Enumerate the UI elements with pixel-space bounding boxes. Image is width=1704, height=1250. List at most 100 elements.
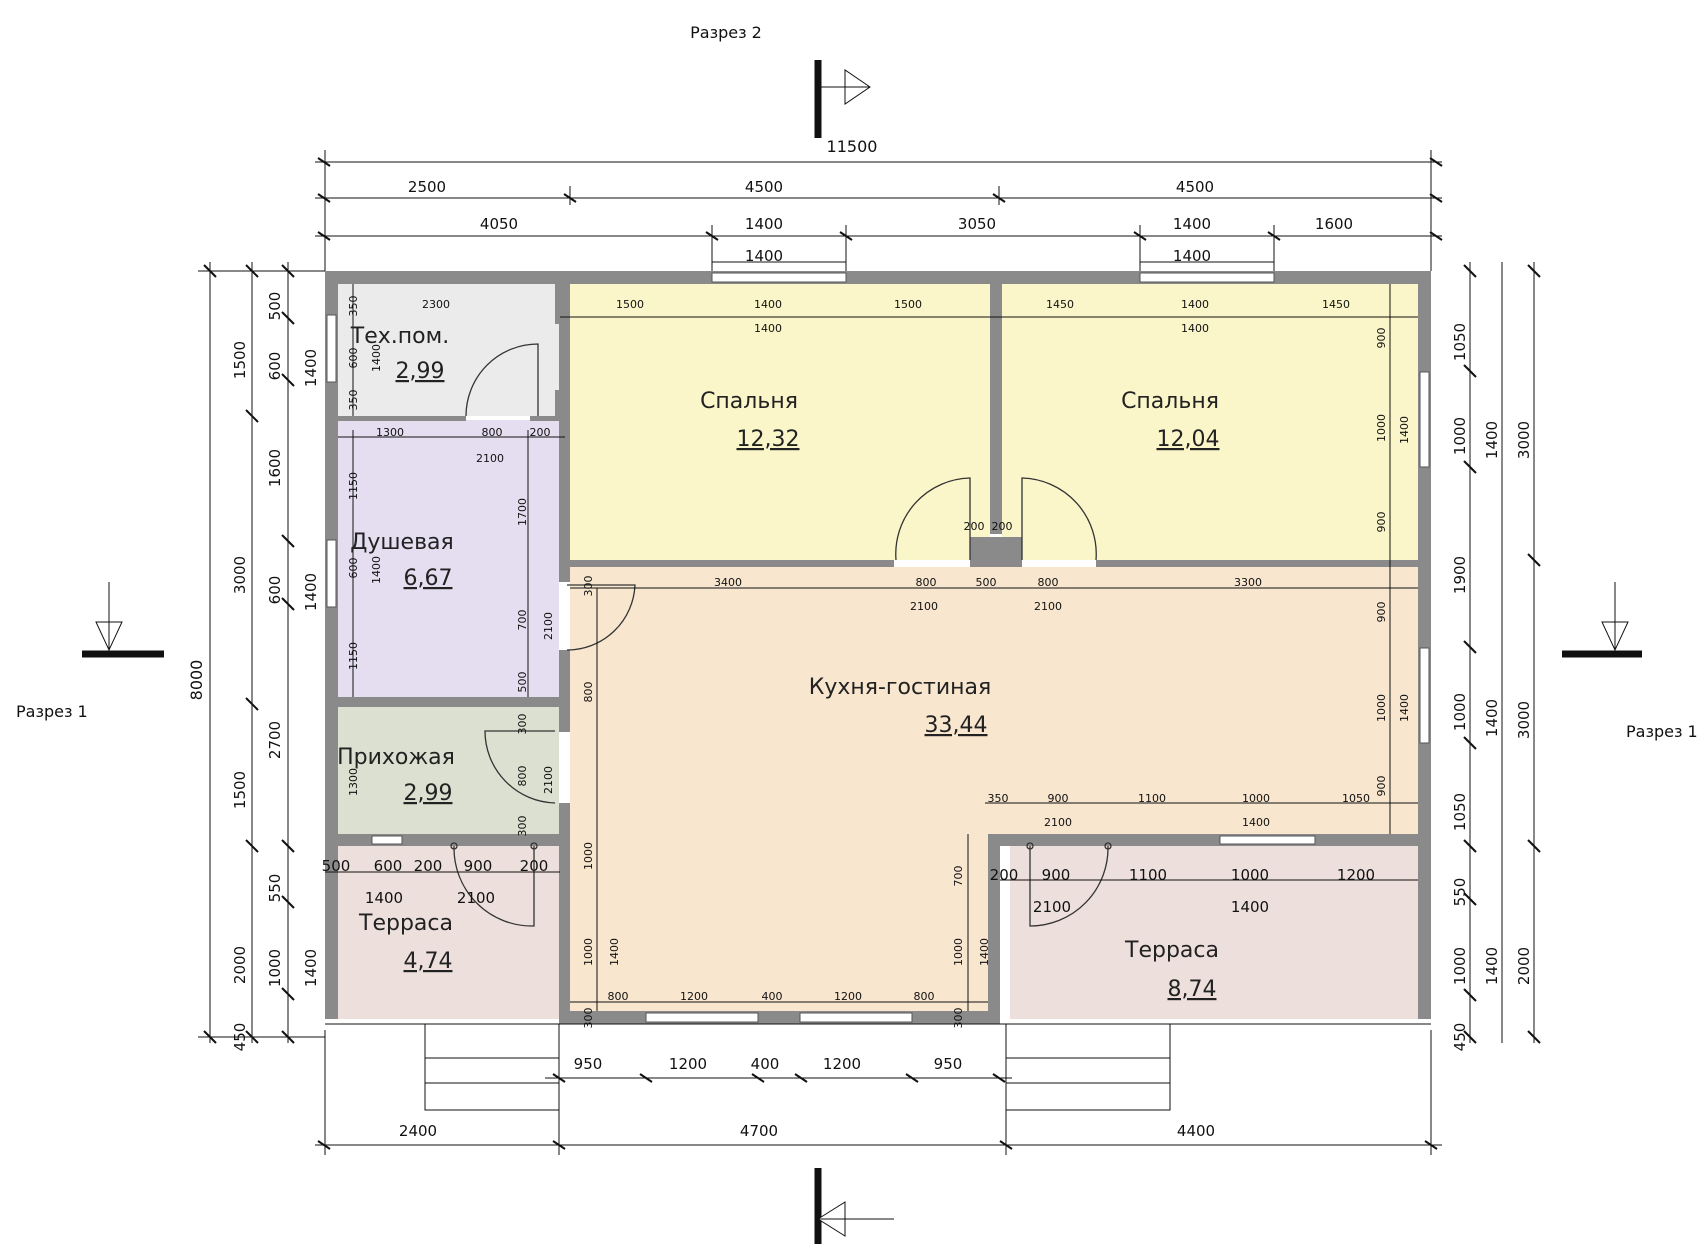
dim-right-mid: 450: [1451, 1023, 1469, 1052]
wall: [555, 284, 560, 324]
wall: [555, 390, 560, 421]
dim-right-mid: 1000: [1451, 417, 1469, 455]
dim-terrace2: 1100: [1129, 866, 1167, 884]
room-terrace2-area: 8,74: [1168, 977, 1217, 1002]
door-swing: [465, 343, 539, 417]
wall: [530, 416, 560, 421]
wall: [970, 537, 1022, 567]
room-bedroom1-name: Спальня: [700, 389, 798, 414]
wall: [1418, 271, 1431, 846]
stair-right: [1005, 1024, 1171, 1111]
dim-tech: 350: [347, 296, 360, 317]
dim-living-bottom: 800: [608, 990, 629, 1003]
window: [1419, 647, 1430, 744]
dim-shower-left: 1400: [370, 556, 383, 584]
room-hall-name: Прихожая: [337, 745, 455, 770]
dimension-lines: [198, 150, 1541, 1155]
dim-terrace2: 2100: [1033, 898, 1071, 916]
dim-living-bottom: 800: [914, 990, 935, 1003]
room-terrace2-fill: [1010, 846, 1426, 1019]
room-bedroom1-area: 12,32: [737, 427, 800, 452]
room-tech-fill: [338, 284, 559, 416]
door-hinge: [450, 842, 458, 850]
windows: [326, 272, 1430, 1023]
dim-living-right: 900: [1375, 776, 1388, 797]
dim-living-step: 1000: [1242, 792, 1270, 805]
wall: [338, 697, 559, 707]
dim-right-mid: 1000: [1451, 947, 1469, 985]
room-living-fill: [570, 567, 1418, 1011]
dim-shower-right: 700: [516, 610, 529, 631]
door-hinge: [530, 842, 538, 850]
window: [326, 539, 337, 608]
dim-left-inner: 1400: [302, 349, 320, 387]
room-tech-name: Тех.пом.: [350, 324, 449, 349]
wall: [988, 834, 1431, 846]
window: [645, 1012, 759, 1023]
dim-tech: 350: [347, 390, 360, 411]
dim-living-bottom: 300: [582, 1008, 595, 1029]
dim-bottom-row2: 4400: [1177, 1122, 1215, 1140]
dim-terrace2: 1000: [1231, 866, 1269, 884]
section2-top-arrow: [818, 69, 871, 105]
section1-right-label: Разрез 1: [1626, 722, 1698, 741]
wall: [988, 834, 1000, 1024]
dim-bed1: 1400: [754, 322, 782, 335]
dim-living-step-side: 700: [952, 866, 965, 887]
window: [711, 272, 847, 283]
window: [326, 314, 337, 383]
room-shower-area: 6,67: [404, 566, 453, 591]
dim-shower: 800: [482, 426, 503, 439]
wall: [559, 650, 570, 732]
room-terrace1-fill: [338, 846, 559, 1019]
dim-left-outer: 1500: [231, 771, 249, 809]
dim-terrace1: 1400: [365, 889, 403, 907]
window: [799, 1012, 913, 1023]
wall: [1096, 560, 1418, 567]
door-swing: [484, 730, 556, 804]
dimension-texts: 11500 2500 4500 4500 4050 1400 3050 1400…: [187, 137, 1533, 1140]
dim-bottom-row1: 1200: [669, 1055, 707, 1073]
dim-terrace2: 1200: [1337, 866, 1375, 884]
wall: [338, 416, 466, 421]
dim-left-inner: 1400: [302, 949, 320, 987]
dim-right-outer: 3000: [1515, 701, 1533, 739]
doors: [450, 343, 1112, 927]
dim-left-inner: 500: [266, 292, 284, 321]
door-swing: [1021, 477, 1097, 561]
section-markers: [82, 60, 1642, 1244]
room-fills: [338, 284, 1426, 1019]
dim-right-mid: 1050: [1451, 323, 1469, 361]
dim-left-mid: 550: [266, 874, 284, 903]
dim-bed-door: 200: [964, 520, 985, 533]
dim-living-step: 1050: [1342, 792, 1370, 805]
dim-top-win-right: 1400: [1173, 247, 1211, 265]
room-bedroom2-area: 12,04: [1157, 427, 1220, 452]
door-swing: [453, 845, 535, 927]
dim-living-step: 2100: [1044, 816, 1072, 829]
dim-living-top: 500: [976, 576, 997, 589]
dim-left-outer: 450: [231, 1023, 249, 1052]
dim-left-outer: 1500: [231, 341, 249, 379]
dim-living-top: 3400: [714, 576, 742, 589]
room-terrace1-name: Терраса: [358, 911, 453, 936]
dim-shower-left: 1150: [347, 642, 360, 670]
door-hinge: [1026, 842, 1034, 850]
room-terrace2-name: Терраса: [1124, 938, 1219, 963]
dim-right-inner: 1400: [1483, 699, 1501, 737]
section2-bottom-arrow: [817, 1201, 894, 1237]
section1-left-label: Разрез 1: [16, 702, 88, 721]
window: [371, 835, 403, 845]
dim-left-outer: 3000: [231, 556, 249, 594]
dim-living-top: 2100: [1034, 600, 1062, 613]
dim-bottom-row1: 1200: [823, 1055, 861, 1073]
dim-terrace1: 500: [322, 857, 351, 875]
dim-shower: 200: [530, 426, 551, 439]
dim-shower-right: 500: [516, 672, 529, 693]
dim-bed2: 1450: [1046, 298, 1074, 311]
dim-terrace2: 1400: [1231, 898, 1269, 916]
dim-terrace2: 900: [1042, 866, 1071, 884]
stairs: [325, 1023, 1431, 1111]
room-tech-area: 2,99: [396, 359, 445, 384]
wall: [570, 560, 894, 567]
